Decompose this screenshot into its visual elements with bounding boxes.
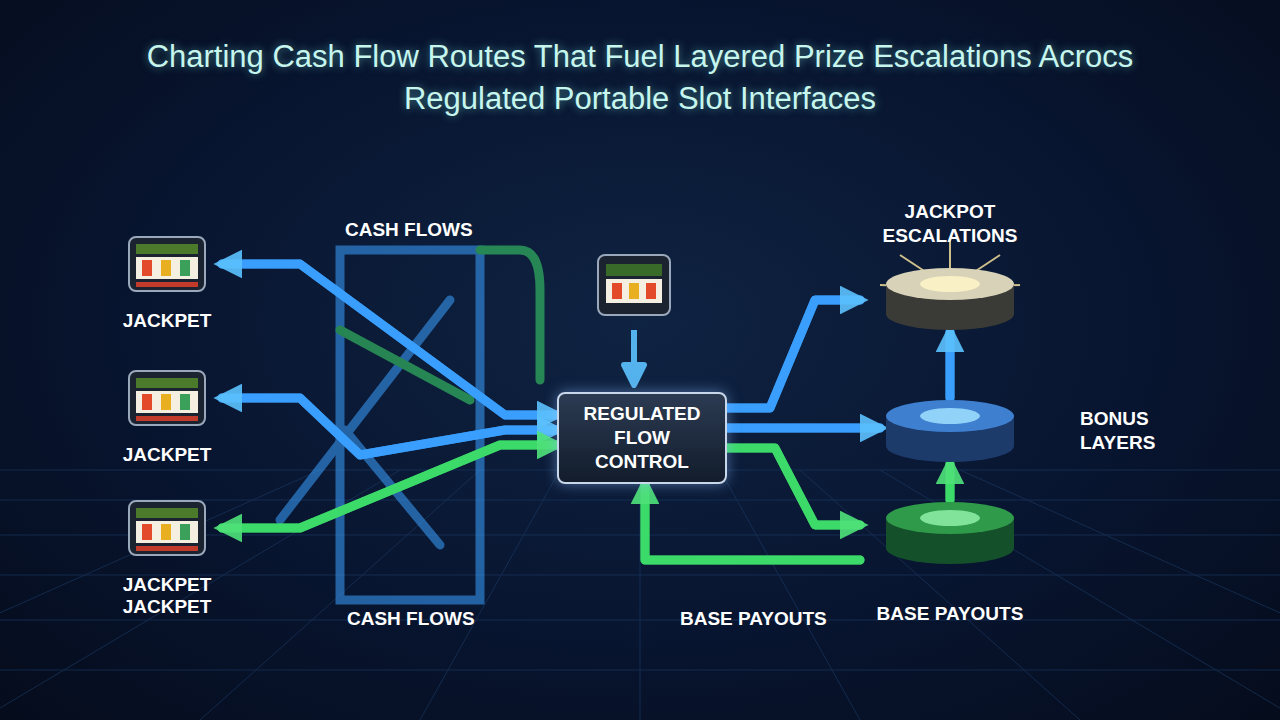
grid-floor [0, 470, 1280, 720]
prize-disc [880, 398, 1020, 464]
input-arrow [624, 330, 644, 385]
process-box: REGULATED FLOW CONTROL [557, 392, 727, 484]
prize-disc [880, 500, 1020, 566]
connector-glow [222, 264, 557, 415]
diagram-title: Charting Cash Flow Routes That Fuel Laye… [90, 36, 1190, 120]
connector-glow [727, 424, 880, 433]
node-label: BASE PAYOUTS [877, 602, 1024, 626]
node-label: JACKPET JACKPET [112, 574, 222, 618]
node-label: REGULATED FLOW CONTROL [569, 402, 715, 474]
flow-tangle [280, 250, 540, 600]
node-label: JACKPET [123, 310, 212, 332]
flow-label: BASE PAYOUTS [680, 608, 827, 630]
flow-connector [727, 300, 860, 408]
connector-glow [222, 445, 557, 528]
node-label: BONUS LAYERS [1080, 407, 1170, 455]
flow-label: CASH FLOWS [345, 219, 473, 241]
prize-disc [880, 266, 1020, 332]
slot-machine-icon [128, 370, 206, 426]
connector-glow [727, 448, 860, 525]
slot-machine-icon [128, 500, 206, 556]
connector-glow [645, 484, 860, 560]
flow-connector [645, 484, 860, 560]
prize-tier: BASE PAYOUTS [860, 500, 1040, 626]
connector-glow [946, 332, 955, 398]
flow-connector [727, 448, 860, 525]
connector-glow [727, 300, 860, 408]
flow-connector [222, 445, 557, 528]
flow-connector [946, 332, 955, 398]
flow-connector [946, 464, 955, 500]
connector-glow [946, 464, 955, 500]
prize-tier: BONUS LAYERS [880, 398, 1170, 464]
slot-machine-node: JACKPET [112, 236, 222, 332]
flow-connector [222, 264, 557, 415]
node-label: JACKPET [123, 444, 212, 466]
slot-machine-node: JACKPET JACKPET [112, 500, 222, 618]
flow-connector [727, 424, 880, 433]
slot-machine-icon [128, 236, 206, 292]
flow-label: CASH FLOWS [347, 608, 475, 630]
prize-tier: JACKPOT ESCALATIONS [860, 200, 1040, 332]
slot-machine-node: JACKPET [112, 370, 222, 466]
slot-machine-icon [598, 255, 670, 315]
node-label: JACKPOT ESCALATIONS [860, 200, 1040, 248]
